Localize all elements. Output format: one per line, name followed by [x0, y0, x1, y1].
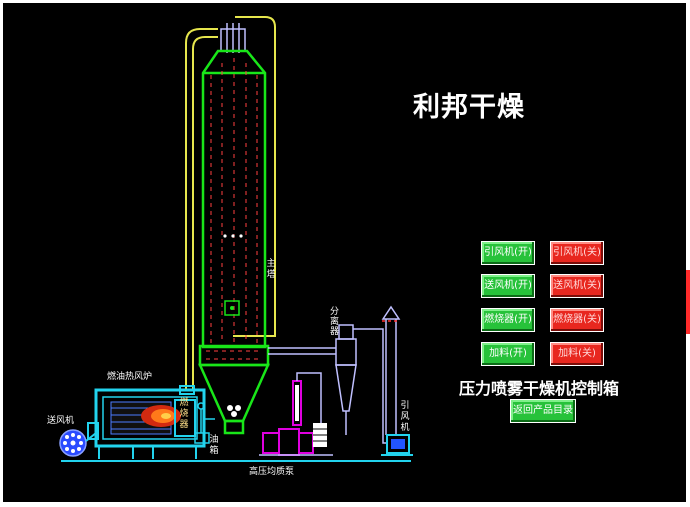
induced-fan-label: 引风机: [400, 401, 410, 433]
induced-fan-off-button[interactable]: 引风机(关): [550, 241, 604, 265]
spray-dots: [223, 234, 243, 417]
exhaust-pipe: [268, 347, 336, 355]
control-box-title: 压力喷雾干燥机控制箱: [459, 379, 620, 398]
tower-label: 主塔: [266, 259, 276, 280]
burner-off-button[interactable]: 燃烧器(关): [550, 308, 604, 332]
burner-label: 燃烧器: [179, 398, 189, 430]
blower-label: 送风机: [47, 416, 75, 426]
feed-on-button[interactable]: 加料(开): [481, 342, 535, 366]
drying-tower: [198, 49, 270, 435]
heater-label: 燃油热风炉: [107, 372, 153, 382]
hot-air-duct: [185, 16, 276, 391]
cyclone-separator: [335, 324, 388, 444]
burner-on-button[interactable]: 燃烧器(开): [481, 308, 535, 332]
separator-label: 分离器: [330, 307, 340, 337]
back-to-catalog-button[interactable]: 返回产品目录: [510, 399, 576, 423]
pump-label: 高压均质泵: [249, 467, 295, 477]
induced-fan-unit: [381, 434, 413, 456]
oil-tank-label: 油箱: [209, 435, 219, 456]
brand-title: 利邦干燥: [413, 92, 525, 123]
fan-stack: [381, 305, 401, 435]
spray-dryer-diagram: [59, 16, 413, 462]
blower-wheel-icon: [59, 429, 97, 457]
high-pressure-pump: [259, 372, 333, 456]
induced-fan-on-button[interactable]: 引风机(开): [481, 241, 535, 265]
blower-off-button[interactable]: 送风机(关): [550, 274, 604, 298]
edge-marker: [686, 270, 690, 334]
tower-internals: [206, 58, 262, 360]
sight-glass: [224, 300, 240, 316]
feed-off-button[interactable]: 加料(关): [550, 342, 604, 366]
air-disperser: [220, 23, 246, 53]
blower-on-button[interactable]: 送风机(开): [481, 274, 535, 298]
scada-screen: 利邦干燥 压力喷雾干燥机控制箱 主塔 分离器 燃油热风炉 送风机 燃烧器 油箱 …: [3, 3, 686, 502]
hot-air-furnace: [87, 385, 206, 459]
oil-tank: [194, 402, 215, 444]
